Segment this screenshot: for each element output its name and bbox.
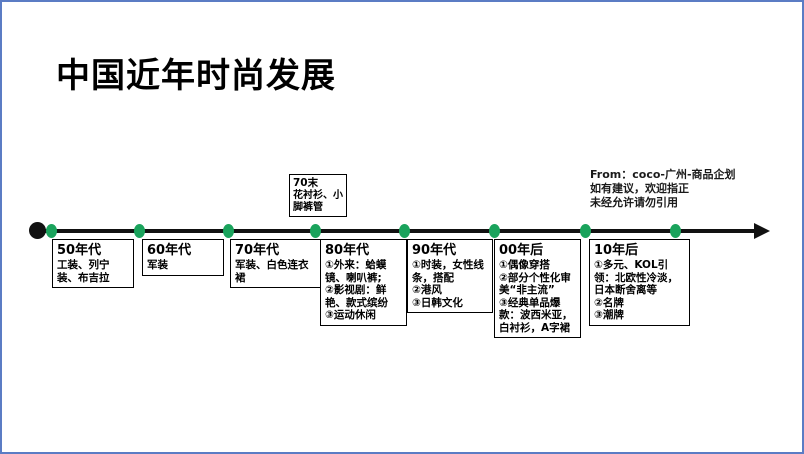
era-box-10s: 10年后 ①多元、KOL引领：北欧性冷淡，日本断舍离等 ②名牌 ③潮牌: [589, 239, 690, 326]
page-title: 中国近年时尚发展: [56, 56, 336, 96]
timeline-dot: [489, 224, 500, 238]
timeline-arrowhead-icon: [754, 223, 770, 239]
era-title: 10年后: [594, 243, 639, 258]
era-box-50s: 50年代 工装、列宁装、布吉拉: [52, 239, 134, 288]
era-item: ①外来：蛤蟆镜、喇叭裤;: [325, 259, 387, 284]
callout-title: 70末: [293, 177, 319, 189]
era-box-00s: 00年后 ①偶像穿搭 ②部分个性化审美“非主流” ③经典单品爆款：波西米亚，白衬…: [494, 239, 581, 338]
era-item: ②港风: [412, 284, 442, 296]
timeline-dot: [580, 224, 591, 238]
era-item: ①时装，女性线条，搭配: [412, 259, 484, 284]
era-title: 60年代: [147, 243, 192, 258]
era-title: 70年代: [235, 243, 280, 258]
callout-detail: 花衬衫、小脚裤管: [293, 190, 343, 213]
era-item: ①偶像穿搭: [499, 259, 550, 271]
timeline-dot: [670, 224, 681, 238]
era-box-80s: 80年代 ①外来：蛤蟆镜、喇叭裤; ②影视剧：鲜艳、款式缤纷 ③运动休闲: [320, 239, 407, 326]
era-title: 50年代: [57, 243, 102, 258]
source-note-line: From：coco-广州-商品企划: [590, 168, 736, 181]
timeline-dot: [399, 224, 410, 238]
callout-box-late-70s: 70末 花衬衫、小脚裤管: [289, 174, 347, 217]
timeline-dot: [134, 224, 145, 238]
era-item: ③经典单品爆款：波西米亚，白衬衫，A字裙: [499, 296, 573, 334]
era-item: ③运动休闲: [325, 309, 376, 321]
era-box-70s: 70年代 军装、白色连衣裙: [230, 239, 321, 288]
era-title: 00年后: [499, 243, 544, 258]
era-title: 90年代: [412, 243, 457, 258]
era-title: 80年代: [325, 243, 370, 258]
era-item: ③潮牌: [594, 309, 624, 321]
era-detail: 工装、列宁装、布吉拉: [57, 259, 110, 284]
era-item: ①多元、KOL引领：北欧性冷淡，日本断舍离等: [594, 259, 678, 296]
timeline-start-dot: [29, 222, 46, 239]
era-box-60s: 60年代 军装: [142, 239, 224, 276]
timeline-dot: [46, 224, 57, 238]
timeline-dot: [223, 224, 234, 238]
source-note: From：coco-广州-商品企划 如有建议，欢迎指正 未经允许请勿引用: [590, 168, 736, 210]
source-note-line: 如有建议，欢迎指正: [590, 182, 689, 195]
timeline-dot: [310, 224, 321, 238]
era-item: ②名牌: [594, 296, 624, 309]
era-detail: 军装、白色连衣裙: [235, 259, 309, 284]
era-item: ②部分个性化审美“非主流”: [499, 271, 571, 297]
era-box-90s: 90年代 ①时装，女性线条，搭配 ②港风 ③日韩文化: [407, 239, 493, 313]
era-detail: 军装: [147, 259, 168, 271]
source-note-line: 未经允许请勿引用: [590, 196, 678, 209]
era-item: ②影视剧：鲜艳、款式缤纷: [325, 284, 388, 309]
era-item: ③日韩文化: [412, 296, 463, 309]
